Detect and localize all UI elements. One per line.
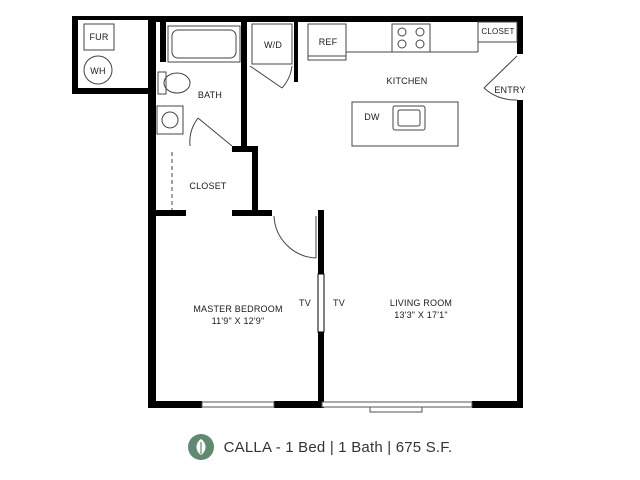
- bottom-wall-right: [472, 401, 523, 408]
- label-kitchen: KITCHEN: [387, 76, 428, 86]
- toilet-tank: [157, 71, 167, 95]
- entry-door-leaf: [483, 55, 518, 89]
- island-sink: [392, 105, 426, 131]
- left-wall: [148, 16, 156, 408]
- label-washer-dryer: W/D: [264, 40, 282, 50]
- partition-top: [318, 210, 324, 274]
- partition-bottom: [318, 332, 324, 408]
- label-water-heater: WH: [90, 66, 105, 76]
- labels: FUR WH W/D REF CLOSET BATH KITCHEN ENTRY…: [89, 27, 525, 326]
- label-bedroom-closet: CLOSET: [189, 181, 227, 191]
- wd-wall: [294, 22, 298, 82]
- mech-wall-bottom: [72, 88, 154, 94]
- closet-right-wall: [252, 146, 258, 214]
- doors: [171, 55, 518, 259]
- burner-3: [397, 39, 407, 49]
- burner-2: [415, 27, 425, 37]
- bath-door-leaf: [197, 117, 233, 147]
- toilet-bowl: [163, 72, 191, 94]
- bedroom-window: [201, 401, 275, 408]
- bath-sink-basin: [161, 111, 179, 129]
- wd-door-leaf: [249, 65, 283, 89]
- furnace: [83, 23, 115, 51]
- label-bedroom-name: MASTER BEDROOM: [193, 304, 282, 314]
- walls: [72, 16, 523, 408]
- label-bath: BATH: [198, 90, 222, 100]
- kitchen-island: [351, 101, 459, 147]
- entry-door-arc: [483, 87, 518, 101]
- bottom-wall-left: [148, 401, 202, 408]
- bath-door-arc: [189, 117, 199, 147]
- top-wall: [148, 16, 523, 22]
- label-bedroom-size: 11'9" X 12'9": [212, 316, 265, 326]
- windows: [201, 401, 473, 413]
- label-dishwasher: DW: [364, 112, 380, 122]
- bathtub: [167, 25, 241, 63]
- label-kitchen-closet: CLOSET: [481, 27, 514, 36]
- mech-wall-left: [72, 16, 78, 94]
- water-heater: [83, 55, 113, 85]
- fixtures: [83, 21, 518, 147]
- burner-4: [415, 39, 425, 49]
- mech-wall-top: [72, 16, 150, 20]
- tv-wall-segment: [317, 273, 325, 333]
- label-living-name: LIVING ROOM: [390, 298, 452, 308]
- right-wall-main: [517, 100, 523, 408]
- bath-wall: [241, 22, 247, 146]
- burner-1: [397, 27, 407, 37]
- island-sink-basin: [397, 109, 421, 127]
- label-living-size: 13'3" X 17'1": [394, 310, 447, 320]
- wd-door-arc: [281, 65, 293, 89]
- label-tv-living: TV: [333, 298, 345, 308]
- label-tv-bedroom: TV: [299, 298, 311, 308]
- plan-title: CALLA - 1 Bed | 1 Bath | 675 S.F.: [223, 438, 453, 456]
- living-window: [321, 401, 473, 408]
- footer: CALLA - 1 Bed | 1 Bath | 675 S.F.: [0, 432, 640, 462]
- floor-plan: FUR WH W/D REF CLOSET BATH KITCHEN ENTRY…: [72, 16, 525, 413]
- right-wall-top: [517, 16, 523, 54]
- refrigerator-box: [307, 23, 347, 61]
- label-entry: ENTRY: [494, 85, 525, 95]
- bottom-wall-mid: [274, 401, 322, 408]
- bath-wall-stub: [232, 146, 256, 152]
- bath-sink: [156, 105, 184, 135]
- label-furnace: FUR: [89, 32, 108, 42]
- stove: [391, 23, 431, 53]
- bedroom-top-wall-left: [156, 210, 186, 216]
- bedroom-door-arc: [273, 215, 317, 259]
- living-window-slider: [369, 406, 423, 413]
- kitchen-closet-box: [477, 21, 518, 43]
- label-refrigerator: REF: [319, 37, 338, 47]
- bath-inner-wall: [160, 22, 166, 62]
- leaf-logo-icon: [187, 434, 214, 460]
- bedroom-top-wall-right: [232, 210, 272, 216]
- washer-dryer: [251, 23, 293, 65]
- bathtub-inner: [171, 29, 237, 59]
